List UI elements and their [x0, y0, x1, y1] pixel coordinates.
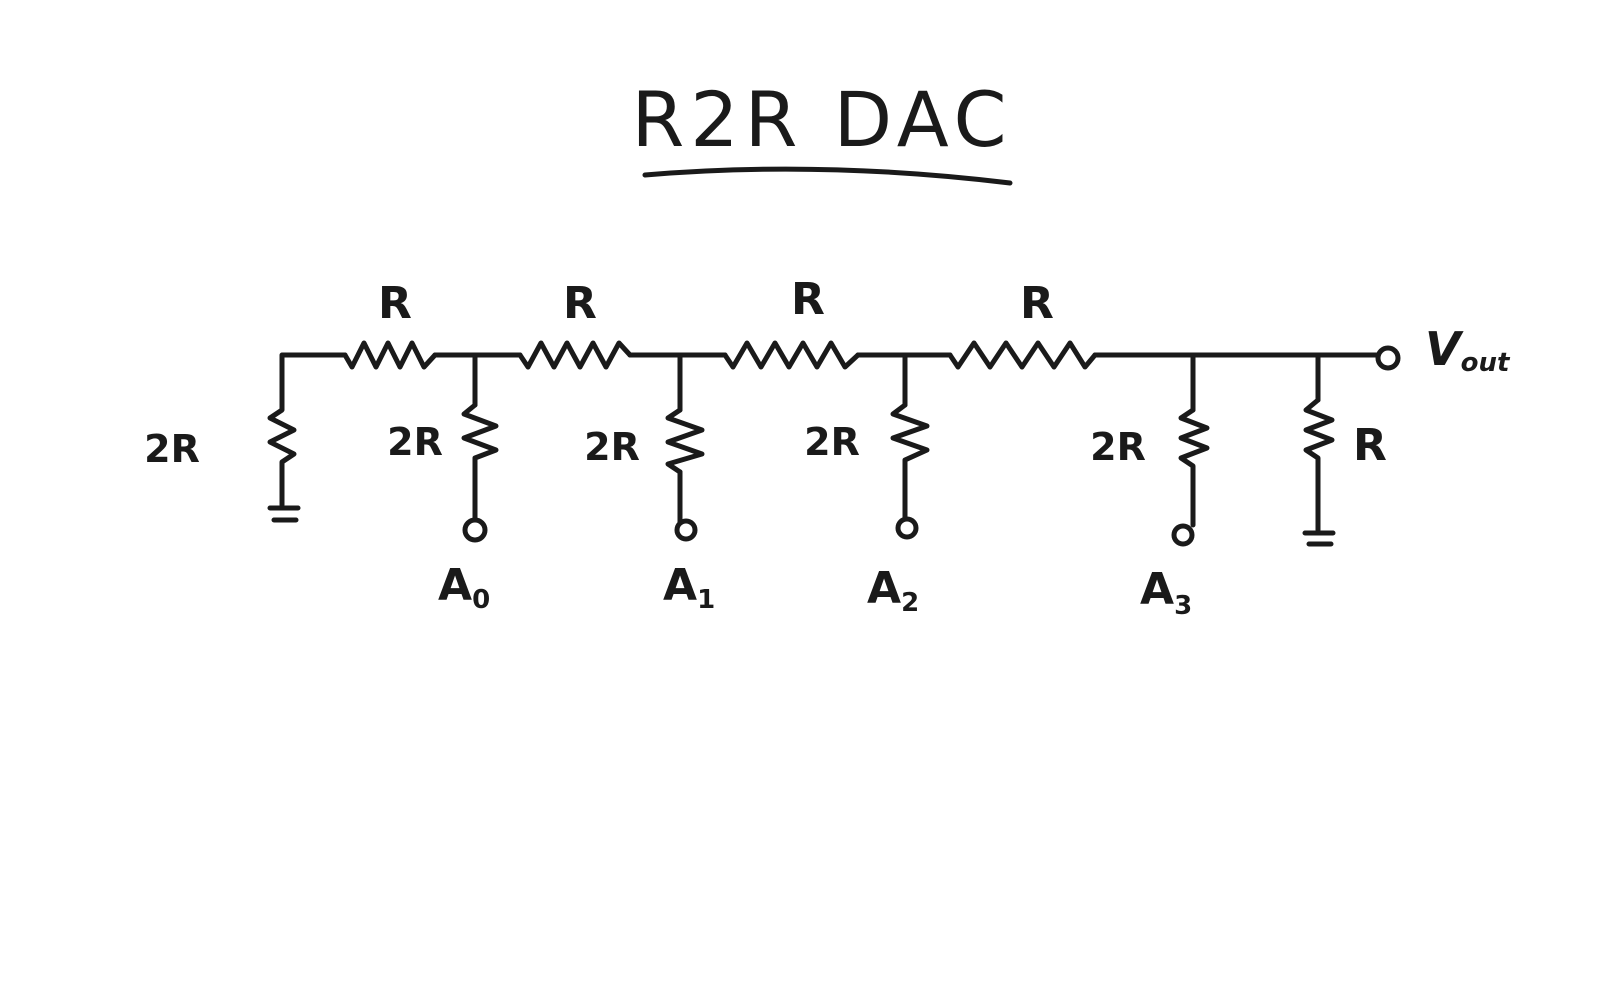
shunt-resistor-label: 2R — [1090, 425, 1146, 469]
input-terminal-a0 — [462, 517, 488, 543]
series-resistor-label: R — [563, 278, 597, 329]
input-terminal-a1 — [674, 518, 698, 542]
shunt-resistor-label: 2R — [387, 420, 443, 464]
shunt-resistor-a1 — [665, 352, 705, 525]
ground-icon — [267, 505, 301, 523]
series-resistor — [342, 340, 438, 370]
input-label-index: 1 — [697, 585, 715, 615]
input-label-index: 3 — [1174, 591, 1192, 621]
input-label-letter: A — [438, 560, 472, 611]
output-label-letter: V — [1425, 322, 1464, 376]
input-label-index: 0 — [472, 585, 490, 615]
input-terminal-a3 — [1171, 523, 1195, 547]
input-label-letter: A — [1140, 564, 1174, 615]
shunt-resistor-label: 2R — [804, 420, 860, 464]
shunt-resistor-a3 — [1178, 352, 1210, 528]
series-resistor-label: R — [378, 278, 412, 329]
input-label-letter: A — [867, 563, 901, 614]
shunt-resistor-a0 — [461, 352, 499, 523]
series-resistor — [517, 340, 633, 370]
title-underline — [642, 166, 1013, 186]
shunt-resistor-ground-right — [1302, 352, 1336, 547]
output-label-sub: out — [1461, 348, 1511, 378]
shunt-resistor-label: 2R — [584, 425, 640, 469]
series-resistor — [947, 340, 1098, 370]
series-resistor-label: R — [1020, 278, 1054, 329]
ground-icon — [1302, 530, 1336, 547]
shunt-resistor-label: 2R — [144, 427, 200, 471]
shunt-resistor-ground-left — [267, 392, 301, 523]
series-resistor-label: R — [791, 274, 825, 325]
shunt-resistor-label: R — [1353, 420, 1387, 471]
bus-wire — [279, 352, 1381, 398]
output-label: Vout — [1425, 322, 1511, 378]
series-resistor — [722, 340, 861, 370]
input-label-letter: A — [663, 560, 697, 611]
input-terminal-a2 — [895, 516, 919, 540]
input-label-a3: A3 — [1140, 564, 1192, 621]
output-terminal — [1375, 345, 1401, 371]
input-label-a2: A2 — [867, 563, 919, 618]
input-label-index: 2 — [901, 588, 919, 618]
diagram-title: R2R DAC — [631, 75, 1012, 164]
input-label-a1: A1 — [663, 560, 715, 615]
shunt-resistor-a2 — [890, 352, 930, 523]
input-label-a0: A0 — [438, 560, 490, 615]
